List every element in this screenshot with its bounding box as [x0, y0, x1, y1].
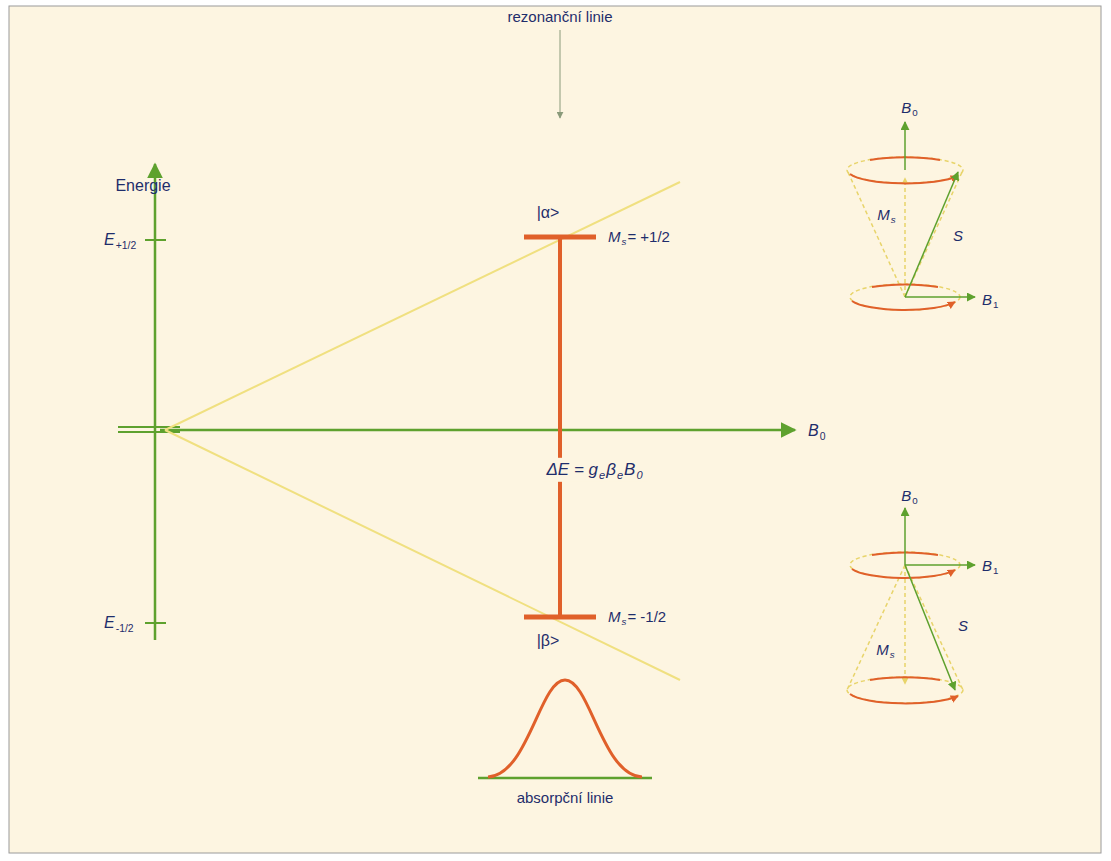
label-text: = -1/2	[627, 608, 666, 625]
label-text: M	[608, 608, 621, 625]
subscript: -1/2	[116, 623, 134, 634]
energy-level-label: E-1/2	[104, 613, 135, 632]
energy-level-label: E+1/2	[104, 230, 137, 249]
subscript: 0	[636, 469, 642, 481]
energy-axis	[154, 164, 157, 640]
vector-label: B0	[901, 99, 918, 117]
vector-label: S	[953, 227, 963, 245]
precession-down	[847, 508, 975, 703]
subscript: s	[622, 236, 627, 247]
resonance-condition: ΔE = geβeB0	[541, 458, 648, 482]
spin-quantum-label: Ms= -1/2	[608, 608, 666, 626]
subscript: +1/2	[116, 240, 137, 251]
label-text: E	[104, 614, 115, 631]
label-text: E	[104, 231, 115, 248]
field-axis	[160, 429, 795, 432]
label-text: B	[808, 422, 819, 439]
axis-title: Energie	[115, 176, 170, 195]
vector-label: B1	[982, 291, 999, 309]
label-text: S	[958, 617, 968, 634]
vector-label: B1	[982, 557, 999, 575]
label-text: M	[876, 641, 889, 658]
subscript: s	[622, 616, 627, 627]
state-label: |β>	[537, 631, 560, 650]
vector-label: Ms	[876, 641, 895, 659]
label-text: = +1/2	[627, 228, 670, 245]
frame	[9, 6, 1101, 853]
spin-quantum-label: Ms= +1/2	[608, 228, 670, 246]
label-text: ΔE = g	[546, 460, 598, 479]
label-text: S	[953, 227, 963, 244]
subscript: 1	[993, 299, 998, 310]
zeeman-line	[165, 182, 680, 430]
label-text: M	[877, 206, 890, 223]
vector-label: S	[958, 617, 968, 635]
baseline	[478, 777, 652, 780]
axis-label: B0	[808, 421, 826, 440]
transition-line	[558, 237, 562, 617]
absorption-label: absorpční linie	[517, 789, 614, 807]
precession-up	[847, 122, 975, 310]
label-text: rezonanční linie	[507, 8, 612, 25]
energy-level	[524, 615, 596, 620]
label-text: B	[901, 487, 911, 504]
label-text: B	[982, 291, 992, 308]
vector-label: Ms	[877, 206, 896, 224]
label-text: B	[624, 460, 635, 479]
label-text: β	[606, 460, 616, 479]
subscript: 0	[820, 431, 826, 442]
absorption-curve	[488, 680, 642, 777]
subscript: s	[891, 214, 896, 225]
vector-label: B0	[901, 487, 918, 505]
axis-tick	[145, 239, 166, 241]
subscript: 1	[993, 565, 998, 576]
axis-tick	[145, 622, 166, 624]
subscript: e	[617, 469, 623, 481]
label-text: absorpční linie	[517, 789, 614, 806]
zeeman-line	[165, 430, 680, 680]
energy-level	[524, 235, 596, 240]
label-text: Energie	[115, 177, 170, 194]
state-label: |α>	[537, 203, 560, 222]
resonance-label: rezonanční linie	[507, 8, 612, 26]
label-text: B	[982, 557, 992, 574]
subscript: 0	[912, 495, 917, 506]
label-text: |α>	[537, 204, 560, 221]
subscript: s	[890, 649, 895, 660]
subscript: e	[599, 469, 605, 481]
label-text: M	[608, 228, 621, 245]
subscript: 0	[912, 107, 917, 118]
label-text: B	[901, 99, 911, 116]
label-text: |β>	[537, 632, 560, 649]
pointer-arrow	[560, 30, 561, 118]
